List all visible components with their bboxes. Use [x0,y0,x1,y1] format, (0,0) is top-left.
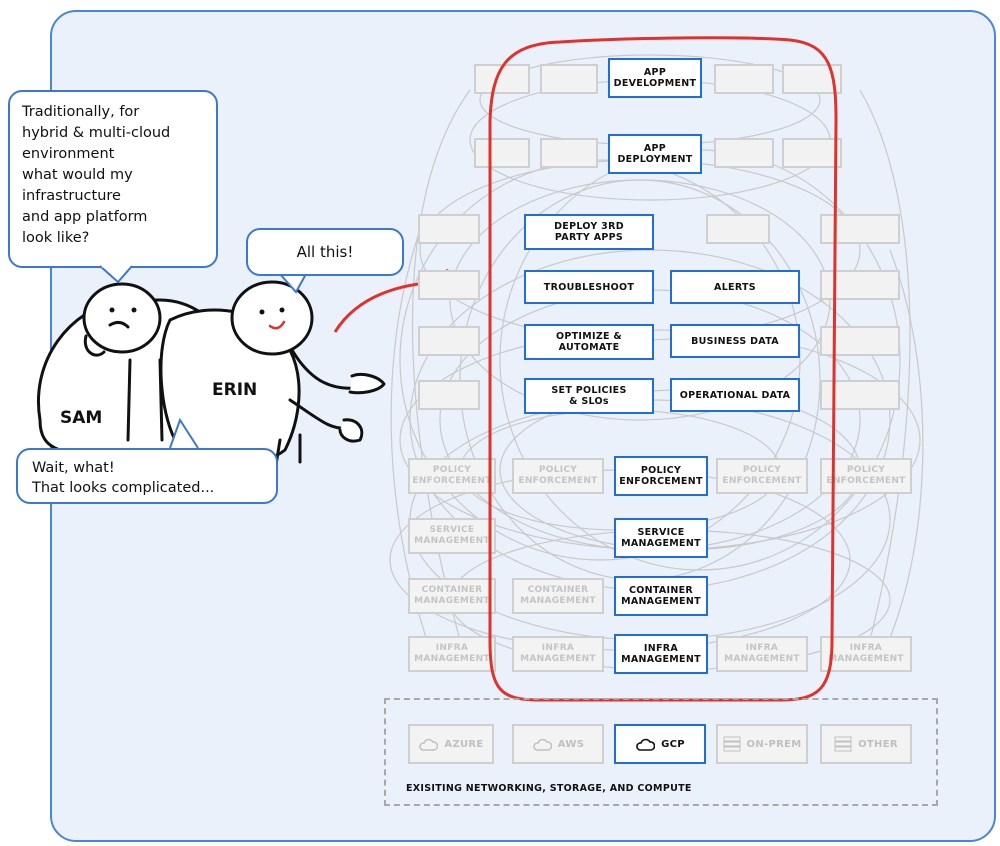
infrastructure-footer [384,698,938,806]
provider-gcp: GCP [614,724,706,764]
ghost-infra-management: INFRA MANAGEMENT [408,636,496,672]
cloud-icon [533,738,552,751]
ghost-container-management: CONTAINER MANAGEMENT [512,578,604,614]
erin-reply-bubble: All this! [246,228,404,276]
ghost-policy-enforcement: POLICY ENFORCEMENT [716,458,808,494]
app-development-box: APP DEVELOPMENT [608,58,702,98]
troubleshoot-box: TROUBLESHOOT [524,270,654,304]
sam-reaction-bubble: Wait, what! That looks complicated... [16,448,278,504]
policy-enforcement-box: POLICY ENFORCEMENT [614,456,708,496]
sam-question-bubble: Traditionally, for hybrid & multi-cloud … [8,90,218,268]
ghost-infra-management: INFRA MANAGEMENT [512,636,604,672]
provider-other: OTHER [820,724,912,764]
app-deployment-box: APP DEPLOYMENT [608,134,702,174]
provider-aws: AWS [512,724,604,764]
cloud-icon [419,738,439,751]
service-management-box: SERVICE MANAGEMENT [614,518,708,558]
ghost-policy-enforcement: POLICY ENFORCEMENT [512,458,604,494]
erin-figure [159,280,386,467]
ghost-container-management: CONTAINER MANAGEMENT [408,578,496,614]
footer-label: EXISITING NETWORKING, STORAGE, AND COMPU… [406,783,692,794]
business-data-box: BUSINESS DATA [670,324,800,358]
provider-label: GCP [661,738,685,750]
ghost-infra-management: INFRA MANAGEMENT [716,636,808,672]
cloud-icon [636,738,656,751]
erin-name-label: ERIN [212,380,258,400]
provider-label: AZURE [444,738,484,750]
operational-data-box: OPERATIONAL DATA [670,378,800,412]
infra-management-box: INFRA MANAGEMENT [614,634,708,674]
provider-on-prem: ON-PREM [716,724,808,764]
server-stack-icon [834,736,852,752]
provider-label: ON-PREM [746,738,802,750]
provider-label: AWS [557,738,585,750]
provider-azure: AZURE [408,724,494,764]
deploy-3rd-party-apps-box: DEPLOY 3RD PARTY APPS [524,214,654,250]
container-management-box: CONTAINER MANAGEMENT [614,576,708,616]
ghost-infra-management: INFRA MANAGEMENT [820,636,912,672]
set-policies-slos-box: SET POLICIES & SLOs [524,378,654,414]
sam-name-label: SAM [60,408,103,428]
ghost-policy-enforcement: POLICY ENFORCEMENT [408,458,496,494]
provider-label: OTHER [858,738,898,750]
ghost-policy-enforcement: POLICY ENFORCEMENT [820,458,912,494]
alerts-box: ALERTS [670,270,800,304]
ghost-service-management: SERVICE MANAGEMENT [408,518,496,554]
optimize-automate-box: OPTIMIZE & AUTOMATE [524,324,654,360]
server-stack-icon [723,736,741,752]
